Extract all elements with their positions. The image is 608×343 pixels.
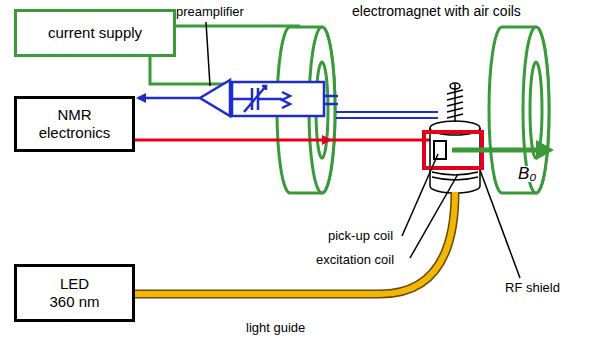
sample-holder <box>430 83 480 193</box>
excitation-line <box>330 139 430 142</box>
part-label: pick-up coil <box>328 228 393 244</box>
equipment-box: NMR electronics <box>14 96 135 152</box>
excitation-line <box>135 139 330 142</box>
part-label: electromagnet with air coils <box>352 3 521 19</box>
part-label: B₀ <box>518 166 537 182</box>
field-arrow <box>452 140 554 160</box>
part-label: RF shield <box>505 280 560 296</box>
light-guide <box>135 192 455 294</box>
box-label: current supply <box>48 24 142 42</box>
equipment-box: current supply <box>14 9 176 57</box>
leader-line <box>206 22 520 278</box>
preamplifier-symbol <box>138 80 338 116</box>
part-label: excitation coil <box>316 252 394 268</box>
equipment-box: LED 360 nm <box>14 264 135 322</box>
pickup-coil-symbol <box>434 141 446 159</box>
box-label: LED 360 nm <box>47 275 102 311</box>
box-label: NMR electronics <box>33 106 116 142</box>
part-label: preamplifier <box>176 4 244 20</box>
part-label: light guide <box>246 320 305 336</box>
signal-line <box>336 112 438 118</box>
magnet-coil <box>489 27 549 193</box>
